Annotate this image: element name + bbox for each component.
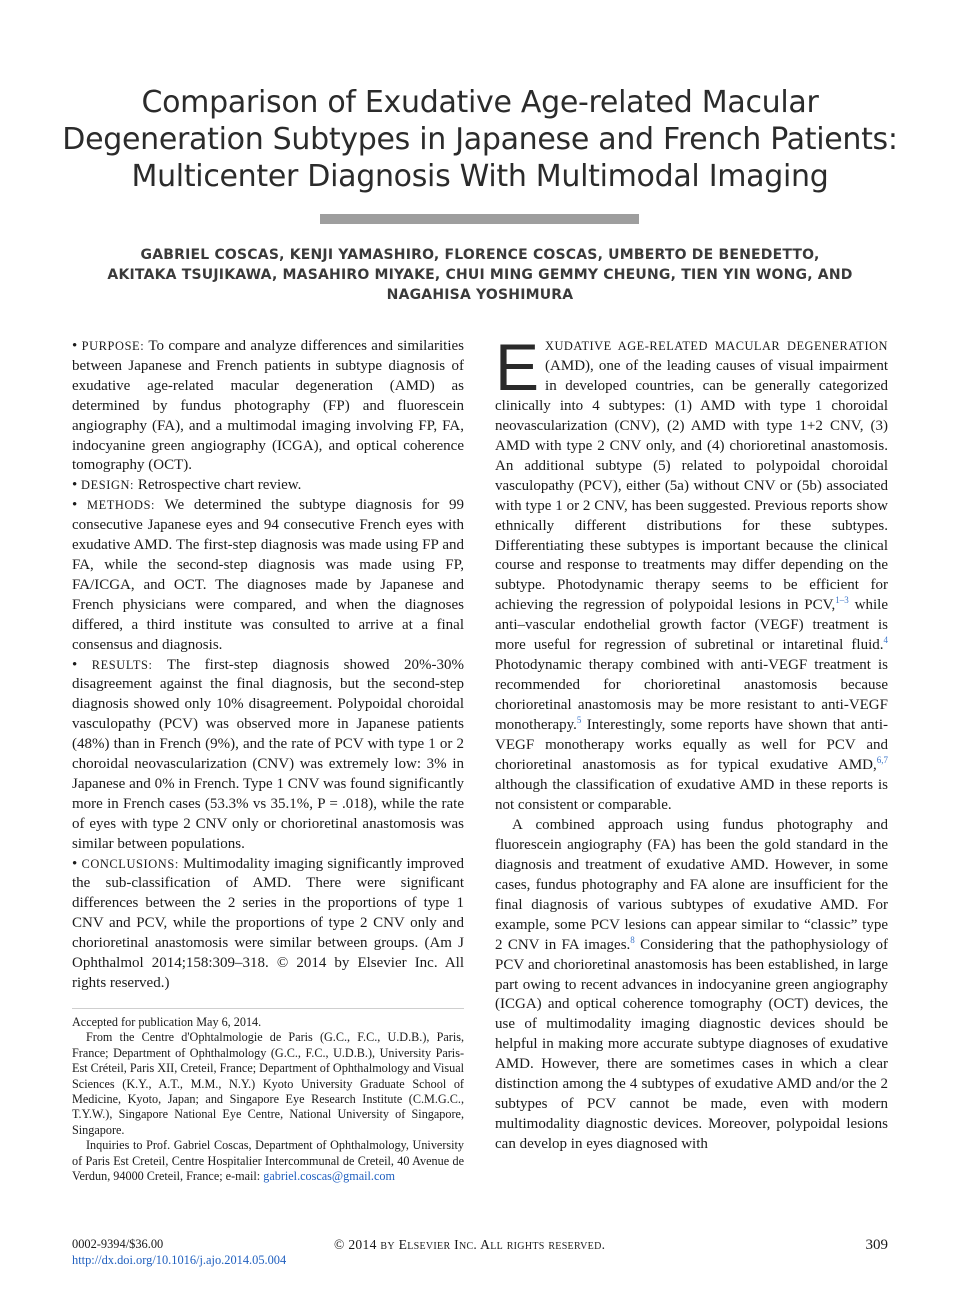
body-text: although the classification of exudative… [495, 776, 888, 813]
body-paragraph-1: E XUDATIVE AGE-RELATED MACULAR DEGENERATI… [495, 330, 889, 816]
body-text: (AMD), one of the leading causes of visu… [495, 357, 888, 614]
drop-cap: E [495, 330, 540, 404]
methods-text: We determined the subtype diagnosis for … [72, 497, 464, 653]
inquiries-text: Inquiries to Prof. Gabriel Coscas, Depar… [72, 1138, 464, 1183]
abstract-results: • RESULTS: The first-step diagnosis show… [72, 656, 464, 852]
abstract-conclusions: • CONCLUSIONS: Multimodality imaging sig… [72, 855, 465, 991]
accepted-note: Accepted for publication May 6, 2014. [72, 1014, 262, 1029]
purpose-text: To compare and analyze differences and s… [72, 338, 464, 474]
doi-link[interactable]: http://dx.doi.org/10.1016/j.ajo.2014.05.… [72, 1253, 287, 1267]
footnotes: Accepted for publication May 6, 2014. Fr… [72, 1007, 464, 1184]
title-divider [320, 214, 639, 224]
issn: 0002-9394/$36.00 [72, 1237, 164, 1251]
abstract-purpose: • PURPOSE: To compare and analyze differ… [72, 338, 464, 474]
authors-line-1: GABRIEL COSCAS, KENJI YAMASHIRO, FLORENC… [140, 247, 820, 263]
abstract-methods: • METHODS: We determined the subtype dia… [72, 497, 464, 653]
design-label: DESIGN: [81, 478, 135, 493]
results-label: RESULTS: [91, 657, 153, 672]
abstract: • PURPOSE: To compare and analyze differ… [72, 337, 464, 994]
inquiries-note: Inquiries to Prof. Gabriel Coscas, Depar… [72, 1138, 464, 1184]
abstract-citation: (Am J Ophthalmol 2014;158:309–318. © 201… [72, 935, 465, 991]
title-line-1: Comparison of Exudative Age-related Macu… [141, 85, 819, 120]
reference-link[interactable]: 6,7 [876, 755, 888, 766]
title-line-3: Multicenter Diagnosis With Multimodal Im… [131, 159, 829, 194]
abstract-design: • DESIGN: Retrospective chart review. [72, 477, 302, 494]
lead-in-smallcaps: XUDATIVE AGE-RELATED MACULAR DEGENERATIO… [545, 339, 888, 353]
body-text: Photodynamic therapy combined with anti-… [495, 657, 888, 734]
title-line-2: Degeneration Subtypes in Japanese and Fr… [62, 122, 898, 157]
page-number: 309 [865, 1237, 889, 1253]
affiliations-note: From the Centre d'Ophtalmologie de Paris… [72, 1030, 464, 1137]
left-column: • PURPOSE: To compare and analyze differ… [72, 337, 464, 1184]
page-footer: 0002-9394/$36.00 http://dx.doi.org/10.10… [72, 1236, 888, 1270]
right-column: E XUDATIVE AGE-RELATED MACULAR DEGENERATI… [495, 330, 889, 1155]
conclusions-text: Multimodality imaging significantly impr… [72, 855, 464, 952]
methods-label: METHODS: [86, 498, 156, 513]
reference-link[interactable]: 5 [576, 715, 582, 726]
authors-line-3: NAGAHISA YOSHIMURA [386, 287, 574, 303]
body-text: Considering that the pathophysiology of … [495, 936, 888, 1153]
author-list: GABRIEL COSCAS, KENJI YAMASHIRO, FLORENC… [60, 245, 900, 305]
conclusions-label: CONCLUSIONS: [81, 856, 179, 871]
body-text: Interestingly, some reports have shown t… [495, 717, 889, 774]
purpose-label: PURPOSE: [81, 339, 145, 353]
article-title: Comparison of Exudative Age-related Macu… [40, 84, 920, 195]
body-text: while anti–vascular endothelial growth f… [495, 597, 888, 654]
authors-line-2: AKITAKA TSUJIKAWA, MASAHIRO MIYAKE, CHUI… [107, 267, 853, 283]
body-paragraph-2: A combined approach using fundus photogr… [495, 816, 888, 1155]
email-link[interactable]: gabriel.coscas@gmail.com [263, 1168, 395, 1183]
design-text: Retrospective chart review. [137, 477, 302, 494]
reference-link[interactable]: 8 [630, 934, 635, 945]
results-text: The first-step diagnosis showed 20%-30% … [72, 656, 464, 852]
reference-link[interactable]: 1–3 [835, 595, 849, 606]
body-text: A combined approach using fundus photogr… [495, 816, 888, 953]
copyright-notice: © 2014 by Elsevier Inc. All rights reser… [334, 1237, 606, 1252]
reference-link[interactable]: 4 [883, 635, 889, 646]
